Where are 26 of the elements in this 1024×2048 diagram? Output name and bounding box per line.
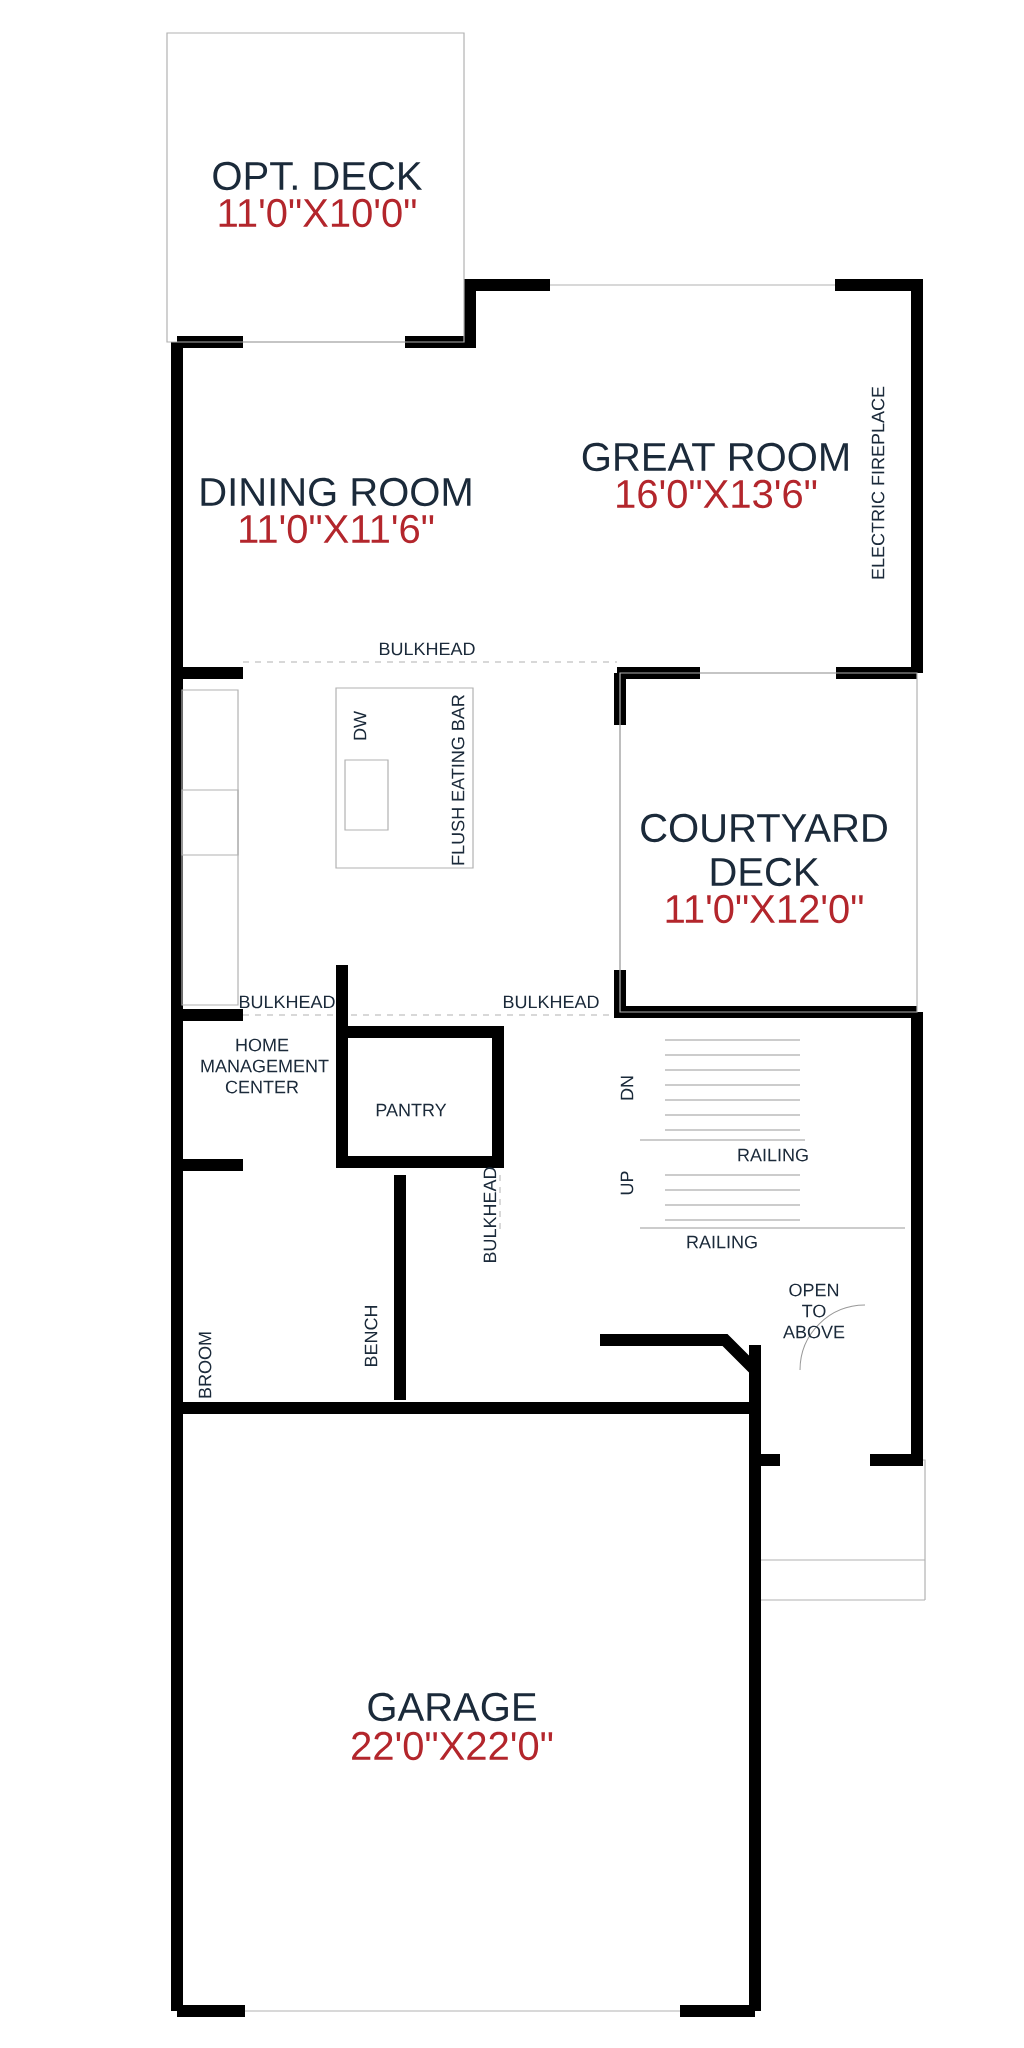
room-label: OPEN TO ABOVE (783, 1283, 845, 1339)
stair-label: DN (620, 1076, 634, 1100)
railing-label: RAILING (687, 1235, 757, 1249)
room-name: OPT. DECK (213, 161, 423, 191)
bulkhead-label: BULKHEAD (483, 1167, 497, 1263)
room-dimension: 22'0"X22'0" (352, 1731, 553, 1761)
room-dimension: 11'0"X11'6" (240, 514, 434, 544)
room-label: HOME MANAGEMENT CENTER (201, 1038, 329, 1094)
stair-label: UP (620, 1171, 634, 1195)
railing-label: RAILING (738, 1148, 808, 1162)
room-name: PANTRY (376, 1103, 447, 1117)
fixture-label: DW (353, 711, 367, 740)
room-dimension: 11'0"X12'0" (666, 894, 863, 924)
bulkhead-label: BULKHEAD (239, 995, 335, 1009)
room-name: DINING ROOM (201, 477, 471, 507)
room-name: GREAT ROOM (582, 442, 848, 472)
fixture-label: ELECTRIC FIREPLACE (871, 386, 885, 579)
bulkhead-label: BULKHEAD (379, 642, 475, 656)
fixture-label: FLUSH EATING BAR (451, 695, 465, 865)
room-dimension: 11'0"X10'0" (219, 198, 416, 228)
room-name: GARAGE (368, 1692, 536, 1722)
room-dimension: 16'0"X13'6" (617, 479, 817, 509)
room-label: BROOM (198, 1332, 212, 1398)
fixture-label: BENCH (364, 1305, 378, 1367)
bulkhead-label: BULKHEAD (503, 995, 599, 1009)
room-name: COURTYARD DECK (641, 813, 887, 887)
